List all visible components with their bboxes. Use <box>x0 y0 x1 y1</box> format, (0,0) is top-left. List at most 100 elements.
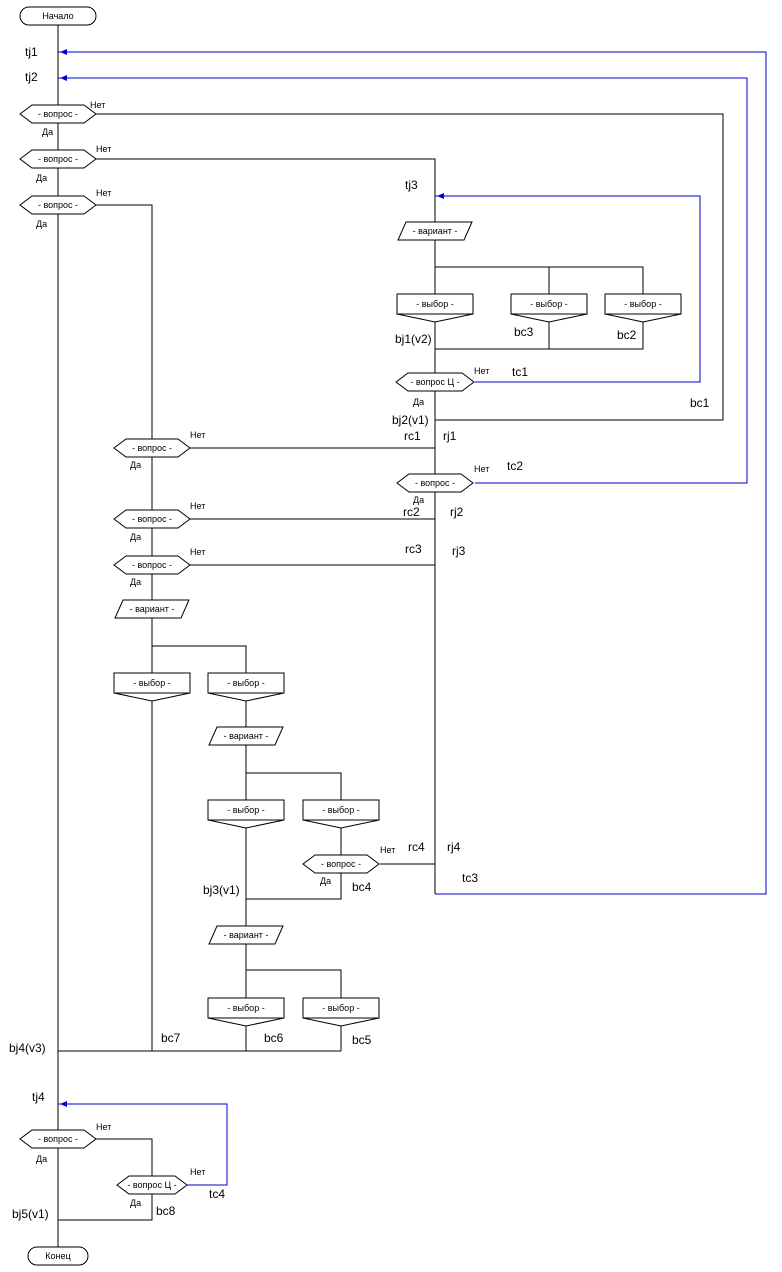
start-terminal-label: Начало <box>42 11 73 21</box>
question-text-q7: - вопрос - <box>132 560 172 570</box>
question-node-q5 <box>396 473 474 493</box>
connector-tag-tc3: tc3 <box>462 871 478 885</box>
wire-q1-no <box>96 113 724 421</box>
connector-tag-bj3-v1-: bj3(v1) <box>203 883 240 897</box>
connector-tag-bj1-v2-: bj1(v2) <box>395 332 432 346</box>
connector-tag-bc2: bc2 <box>617 328 637 342</box>
question-node-qc2 <box>116 1175 188 1195</box>
yes-label: Да <box>36 219 47 229</box>
variant-text-v2: - вариант - <box>130 604 175 614</box>
question-node-q2 <box>19 149 97 169</box>
wire-bc8-join <box>58 1194 153 1221</box>
choice-chevron-c2 <box>510 313 588 323</box>
loop-tc3-tj1 <box>58 51 767 895</box>
choice-text-c1: - выбор - <box>416 299 453 309</box>
variant-node-v3 <box>208 726 284 746</box>
question-node-q4 <box>113 438 191 458</box>
connector-tag-tj1: tj1 <box>25 45 38 59</box>
loop-tc4-tj4 <box>58 1103 228 1186</box>
question-node-q1 <box>19 104 97 124</box>
choice-text-c5: - выбор - <box>227 678 264 688</box>
question-node-qc1 <box>395 372 475 392</box>
choice-text-c7: - выбор - <box>322 805 359 815</box>
choice-text-c4: - выбор - <box>133 678 170 688</box>
yes-label: Да <box>130 460 141 470</box>
connector-tag-tj3: tj3 <box>405 178 418 192</box>
connector-tag-bc7: bc7 <box>161 1031 181 1045</box>
question-node-q6 <box>113 509 191 529</box>
yes-label: Да <box>130 532 141 542</box>
question-text-q2: - вопрос - <box>38 154 78 164</box>
yes-label: Да <box>413 397 424 407</box>
connector-tag-rc1: rc1 <box>404 429 421 443</box>
no-label: Нет <box>474 464 489 474</box>
connector-tag-rj4: rj4 <box>447 840 461 854</box>
choice-text-c2: - выбор - <box>530 299 567 309</box>
question-text-q4: - вопрос - <box>132 443 172 453</box>
connector-tag-tc2: tc2 <box>507 459 523 473</box>
loop-tc2-tj2 <box>58 77 748 484</box>
connector-tag-bj5-v1-: bj5(v1) <box>12 1207 49 1221</box>
no-label: Нет <box>96 188 111 198</box>
wire-v1-branch-c3 <box>435 266 644 294</box>
variant-node-v2 <box>114 599 190 619</box>
choice-text-c9: - выбор - <box>322 1003 359 1013</box>
variant-text-v4: - вариант - <box>224 930 269 940</box>
choice-chevron-c5 <box>207 692 285 702</box>
connector-tag-rj1: rj1 <box>443 429 457 443</box>
end-terminal-label: Конец <box>45 1251 70 1261</box>
connector-tag-bc3: bc3 <box>514 325 534 339</box>
wire-q3-no-second-column <box>96 204 153 1051</box>
connector-tag-bj4-v3-: bj4(v3) <box>9 1041 46 1055</box>
connector-tag-tc1: tc1 <box>512 365 528 379</box>
connector-tag-tj4: tj4 <box>32 1090 45 1104</box>
no-label: Нет <box>96 144 111 154</box>
yes-label: Да <box>130 1198 141 1208</box>
question-node-q3 <box>19 195 97 215</box>
yes-label: Да <box>130 577 141 587</box>
question-node-q8 <box>302 854 380 874</box>
connector-tag-bc5: bc5 <box>352 1033 372 1047</box>
no-label: Нет <box>190 501 205 511</box>
no-label: Нет <box>474 366 489 376</box>
choice-chevron-c7 <box>302 819 380 829</box>
question-text-q8: - вопрос - <box>321 859 361 869</box>
variant-node-v4 <box>208 925 284 945</box>
yes-label: Да <box>320 876 331 886</box>
choice-text-c8: - выбор - <box>227 1003 264 1013</box>
no-label: Нет <box>380 845 395 855</box>
arrow-tj3-icon <box>437 193 444 199</box>
connector-tag-rc2: rc2 <box>403 505 420 519</box>
choice-chevron-c1 <box>396 313 474 323</box>
choice-text-c3: - выбор - <box>624 299 661 309</box>
question-node-q9 <box>19 1129 97 1149</box>
loop-tc1-tj3 <box>435 195 701 383</box>
connector-tag-bc1: bc1 <box>690 396 710 410</box>
wire-q2-no-right-column <box>96 158 436 864</box>
yes-label: Да <box>42 127 53 137</box>
choice-chevron-c6 <box>207 819 285 829</box>
choice-chevron-c4 <box>113 692 191 702</box>
connector-tag-bj2-v1-: bj2(v1) <box>392 413 429 427</box>
end-terminal <box>27 1246 89 1266</box>
question-text-q3: - вопрос - <box>38 200 78 210</box>
no-label: Нет <box>190 1167 205 1177</box>
wire-v4-branch <box>246 969 342 998</box>
connector-tag-rj3: rj3 <box>452 544 466 558</box>
question-text-qc1: - вопрос Ц - <box>410 377 459 387</box>
arrow-tj2-icon <box>60 75 67 81</box>
question-text-q1: - вопрос - <box>38 109 78 119</box>
yes-label: Да <box>413 495 424 505</box>
question-text-q5: - вопрос - <box>415 478 455 488</box>
connector-tag-tc4: tc4 <box>209 1187 225 1201</box>
wire-bc4-join <box>246 873 342 900</box>
connector-tag-rj2: rj2 <box>450 505 464 519</box>
connector-tag-bc6: bc6 <box>264 1031 284 1045</box>
no-label: Нет <box>96 1122 111 1132</box>
wire-q9-no <box>96 1138 153 1176</box>
connector-tag-bc8: bc8 <box>156 1204 176 1218</box>
question-text-q6: - вопрос - <box>132 514 172 524</box>
yes-label: Да <box>36 173 47 183</box>
question-text-qc2: - вопрос Ц - <box>127 1180 176 1190</box>
